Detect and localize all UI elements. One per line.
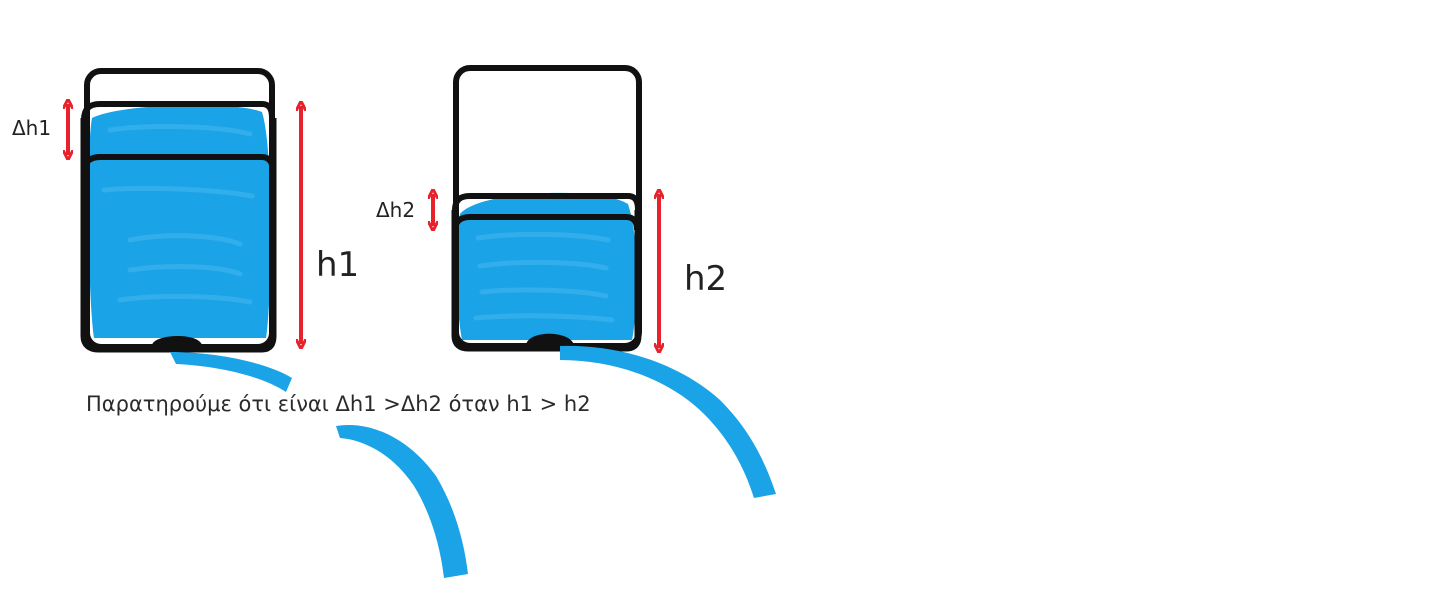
- left-water: [88, 104, 271, 338]
- right-water-texture: [473, 231, 615, 323]
- right-water-jet: [560, 345, 776, 498]
- left-container: [80, 68, 468, 578]
- right-container: [451, 65, 776, 498]
- left-water-texture: [101, 124, 255, 305]
- right-hole: [526, 333, 574, 345]
- left-delta-label: Δh1: [12, 116, 52, 140]
- left-container-walls: [80, 118, 277, 353]
- right-height-label: h2: [684, 259, 728, 299]
- left-water-jet: [170, 352, 292, 392]
- left-hole: [152, 335, 202, 345]
- right-level-line-1: [452, 193, 641, 211]
- left-water-jet-lower: [336, 424, 468, 578]
- caption-text: Παρατηρούμε ότι είναι Δh1 >Δh2 όταν h1 >…: [86, 392, 591, 416]
- right-water: [456, 192, 637, 340]
- right-delta-label: Δh2: [376, 198, 416, 222]
- left-height-label: h1: [316, 245, 360, 285]
- right-container-walls: [451, 210, 642, 352]
- left-level-line-1: [81, 101, 275, 121]
